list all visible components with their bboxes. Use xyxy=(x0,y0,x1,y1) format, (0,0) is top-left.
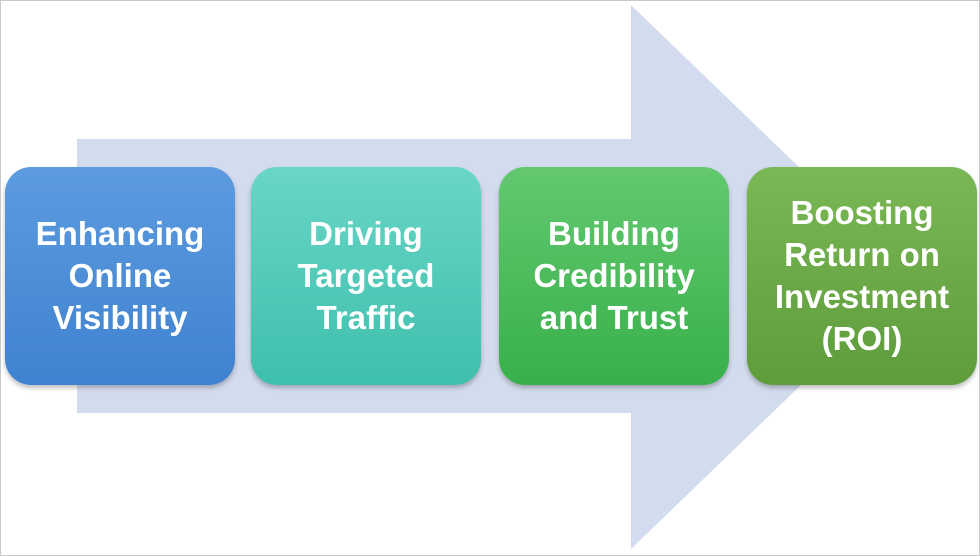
step-label: Building Credibility and Trust xyxy=(533,215,695,336)
step-label: Enhancing Online Visibility xyxy=(35,215,205,336)
step-enhancing-online-visibility: Enhancing Online Visibility xyxy=(5,167,235,385)
step-building-credibility-and-trust: Building Credibility and Trust xyxy=(499,167,729,385)
step-boosting-return-on-investment: Boosting Return on Investment (ROI) xyxy=(747,167,977,385)
step-label: Driving Targeted Traffic xyxy=(297,215,435,336)
step-driving-targeted-traffic: Driving Targeted Traffic xyxy=(251,167,481,385)
step-label: Boosting Return on Investment (ROI) xyxy=(774,194,950,357)
